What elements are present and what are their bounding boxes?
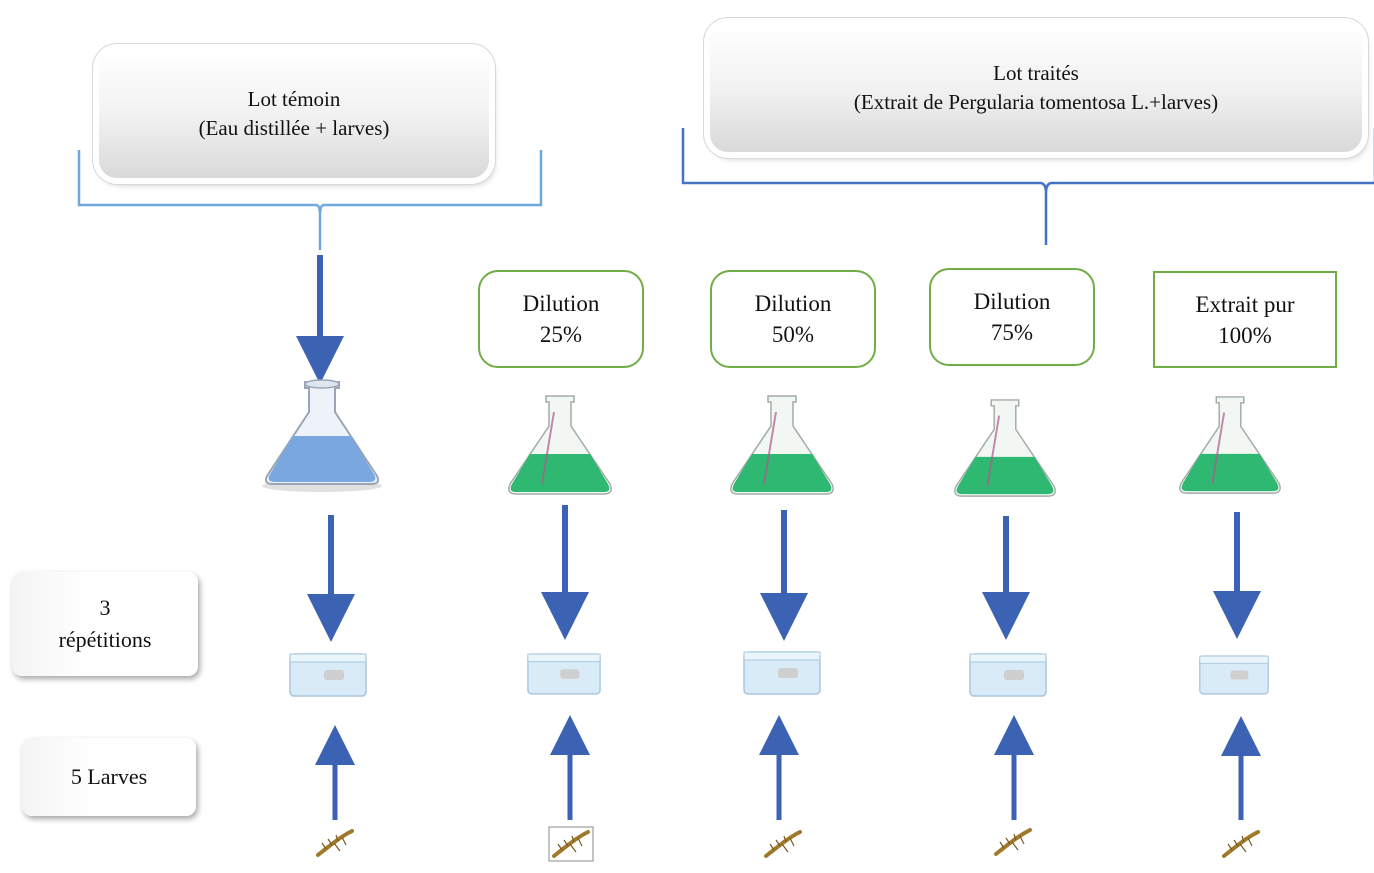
larva-icon-75 (994, 828, 1032, 856)
blue-flask-icon (262, 379, 382, 492)
dilution-25-label: Dilution (522, 291, 600, 316)
control-group-subtitle: (Eau distillée + larves) (198, 116, 390, 140)
larva-icon-100 (1222, 830, 1260, 858)
pure-extract-label: Extrait pur (1195, 291, 1295, 317)
treated-brace (681, 128, 1374, 245)
larva-icon-25 (548, 826, 594, 862)
dilution-25-box: Dilution 25% (478, 270, 644, 368)
treated-group-subtitle: (Extrait de Pergularia tomentosa L.+larv… (853, 90, 1219, 114)
treated-group-box: Lot traités (Extrait de Pergularia tomen… (710, 24, 1362, 152)
control-group-box: Lot témoin (Eau distillée + larves) (99, 50, 489, 178)
petri-dish-icon-control (289, 653, 367, 697)
dilution-25-value: 25% (539, 322, 583, 347)
repetitions-label-box: 3 répétitions (12, 572, 198, 676)
treated-group-title: Lot traités (993, 61, 1079, 85)
dilution-75-value: 75% (990, 320, 1034, 345)
repetitions-word: répétitions (58, 627, 152, 652)
larvae-label-box: 5 Larves (22, 738, 196, 816)
petri-dish-icon-50 (743, 651, 821, 695)
dilution-50-label: Dilution (754, 291, 832, 316)
control-group-title: Lot témoin (247, 87, 341, 111)
pure-extract-box: Extrait pur 100% (1153, 271, 1337, 368)
larvae-count-label: 5 Larves (70, 764, 148, 789)
green-flask-icon-100 (1179, 396, 1281, 494)
larva-icon-50 (764, 830, 802, 858)
dilution-75-label: Dilution (973, 289, 1051, 314)
petri-dish-icon-25 (527, 653, 601, 695)
green-flask-icon-50 (730, 395, 834, 495)
dilution-50-box: Dilution 50% (710, 270, 876, 368)
repetitions-count: 3 (99, 595, 111, 620)
larva-icon-control (316, 829, 354, 857)
green-flask-icon-75 (954, 399, 1056, 497)
petri-dish-icon-100 (1199, 655, 1269, 695)
control-brace (77, 150, 543, 250)
dilution-75-box: Dilution 75% (929, 268, 1095, 366)
petri-dish-icon-75 (969, 653, 1047, 697)
pure-extract-value: 100% (1218, 322, 1272, 348)
green-flask-icon-25 (508, 395, 612, 495)
dilution-50-value: 50% (771, 322, 815, 347)
